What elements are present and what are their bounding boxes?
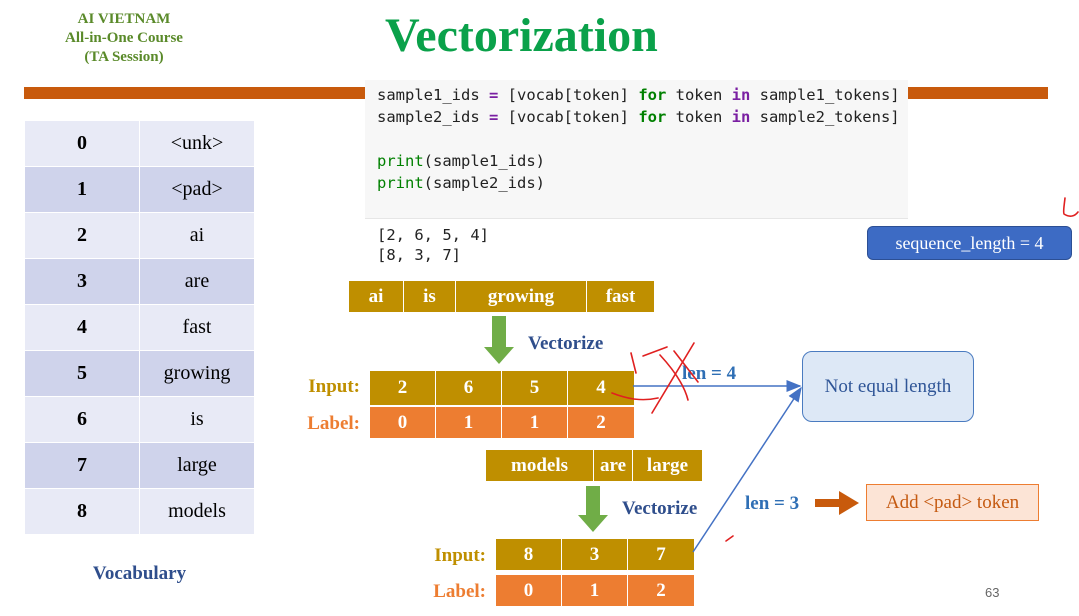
code-block: sample1_ids = [vocab[token] for token in… [365,80,908,219]
vocab-token: models [139,488,255,535]
sample2-label-1: 1 [562,575,628,606]
vocab-token: ai [139,212,255,259]
vocabulary-label: Vocabulary [92,563,187,584]
vocab-id: 4 [24,304,140,351]
sample2-input-2: 7 [628,539,694,570]
sample1-label-0: 0 [370,407,436,438]
not-equal-length-box: Not equal length [802,351,974,422]
sample1-input-3: 4 [568,371,634,405]
vocab-id: 7 [24,442,140,489]
sample2-length: len = 3 [745,493,800,514]
sample2-input-0: 8 [496,539,562,570]
sample2-label-2: 2 [628,575,694,606]
sample1-input-label: Input: [308,376,360,397]
slide-title: Vectorization [385,9,658,62]
vocab-token: are [139,258,255,305]
vocab-id: 0 [24,120,140,167]
sequence-length-box: sequence_length = 4 [867,226,1072,260]
vocab-id: 2 [24,212,140,259]
len3-connector [692,386,802,553]
sample2-token-1: are [594,450,633,481]
header-divider-left [24,87,366,99]
sample2-input-1: 3 [562,539,628,570]
sample1-vectorize-label: Vectorize [528,333,604,354]
vocab-token: is [139,396,255,443]
org-label: AI VIETNAM All-in-One Course (TA Session… [30,10,218,67]
sample1-label-2: 1 [502,407,568,438]
sample2-token-0: models [486,450,594,481]
vocab-id: 8 [24,488,140,535]
vocab-row: 1<pad> [24,166,255,213]
sample1-input-0: 2 [370,371,436,405]
sample2-label-label: Label: [433,581,486,602]
vocab-token: <pad> [139,166,255,213]
vocab-token: <unk> [139,120,255,167]
sample2-vectorize-label: Vectorize [622,498,698,519]
vocab-token: fast [139,304,255,351]
code-output: [2, 6, 5, 4] [8, 3, 7] [377,225,489,265]
vocab-row: 0<unk> [24,120,255,167]
vectorize-arrow-2 [578,486,608,532]
ink-scribbles [611,197,1079,542]
vectorize-arrow-1 [484,316,514,364]
org-line-1: AI VIETNAM [77,11,171,27]
sample1-token-0: ai [349,281,404,312]
output-line-2: [8, 3, 7] [377,246,461,264]
header-divider-right [908,87,1048,99]
sample1-label-3: 2 [568,407,634,438]
sample1-label-label: Label: [307,413,360,434]
sample1-label-1: 1 [436,407,502,438]
sample1-token-1: is [404,281,456,312]
page-number: 63 [985,585,1000,600]
sample2-input-label: Input: [434,545,486,566]
output-line-1: [2, 6, 5, 4] [377,226,489,244]
sample1-token-2: growing [456,281,587,312]
vocab-id: 6 [24,396,140,443]
vocab-id: 1 [24,166,140,213]
org-line-2: All-in-One Course [65,30,183,46]
add-pad-token-box: Add <pad> token [866,484,1039,521]
add-pad-arrow [815,491,859,515]
vocab-token: large [139,442,255,489]
sample1-input-1: 6 [436,371,502,405]
vocab-id: 3 [24,258,140,305]
sample2-token-2: large [633,450,702,481]
sample1-input-2: 5 [502,371,568,405]
org-line-3: (TA Session) [84,49,164,65]
sample1-token-3: fast [587,281,654,312]
sample2-label-0: 0 [496,575,562,606]
